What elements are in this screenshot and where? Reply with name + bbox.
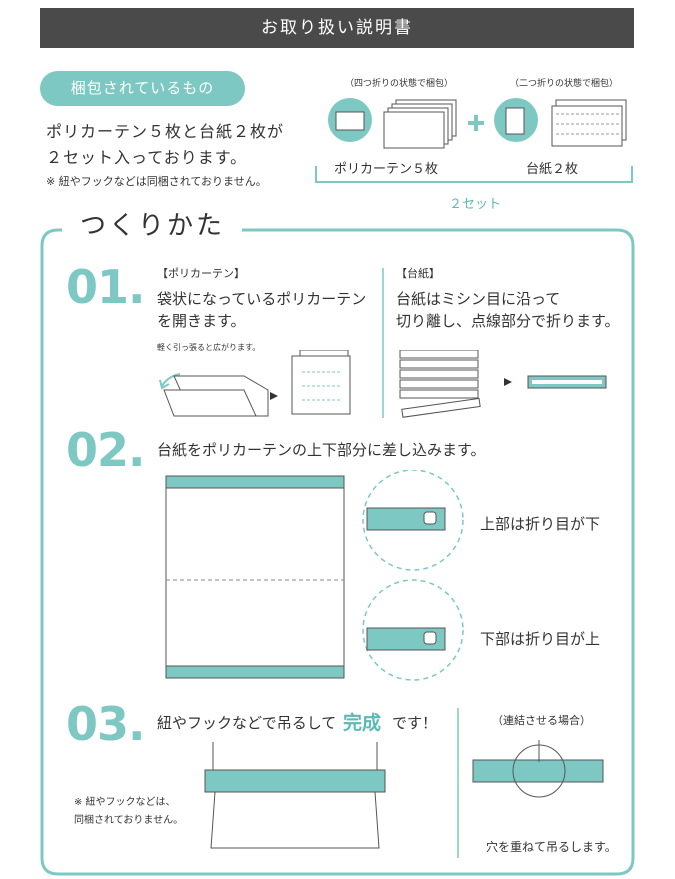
- step1-left-line1: 袋状になっているポリカーテン: [157, 290, 367, 308]
- step1-right-line1: 台紙はミシン目に沿って: [396, 290, 561, 308]
- step3-number: 03.: [66, 697, 145, 751]
- step3-note-line2: 同梱されておりません。: [74, 815, 184, 826]
- contents-pill: [40, 71, 245, 106]
- curtain-pack-label: （四つ折りの状態で梱包）: [345, 79, 454, 89]
- step2-illustration: [165, 470, 464, 681]
- step2-top-label: 上部は折り目が下: [480, 515, 601, 533]
- step1-number: 01.: [66, 260, 145, 314]
- package-illustration: [315, 98, 633, 183]
- step3-text-before: 紐やフックなどで吊るして: [157, 714, 337, 732]
- step2-bottom-label: 下部は折り目が上: [480, 630, 601, 648]
- step1-left-label: 【ポリカーテン】: [157, 267, 245, 280]
- step3-text-highlight: 完成: [343, 712, 382, 734]
- page-title: お取り扱い説明書: [261, 18, 413, 38]
- step1-right-label: 【台紙】: [396, 267, 440, 280]
- sets-label: ２セット: [449, 197, 502, 212]
- step1-illustration: [159, 350, 607, 418]
- step1-left-line2: を開きます。: [157, 312, 246, 330]
- contents-pill-label: 梱包されているもの: [70, 79, 215, 97]
- connect-label: （連結させる場合）: [492, 714, 591, 727]
- contents-line-2: ２セット入っております。: [46, 148, 248, 167]
- contents-note: ※ 紐やフックなどは同梱されておりません。: [46, 175, 267, 188]
- title-bar: [40, 8, 634, 48]
- step2-number: 02.: [66, 423, 145, 477]
- step3-note-line1: ※ 紐やフックなどは、: [74, 797, 176, 808]
- howto-heading: つくりかた: [80, 211, 226, 241]
- board-pack-label: （二つ折りの状態で梱包）: [510, 79, 619, 89]
- step3-text-after: です！: [392, 714, 438, 732]
- board-caption: 台紙２枚: [526, 162, 579, 177]
- connect-caption: 穴を重ねて吊るします。: [486, 840, 617, 854]
- step1-left-hint: 軽く引っ張ると広がります。: [157, 343, 261, 352]
- curtain-caption: ポリカーテン５枚: [334, 162, 439, 177]
- step3-illustration: [204, 740, 604, 849]
- step1-right-line2: 切り離し、点線部分で折ります。: [396, 312, 620, 330]
- contents-line-1: ポリカーテン５枚と台紙２枚が: [46, 122, 285, 141]
- step2-text: 台紙をポリカーテンの上下部分に差し込みます。: [157, 441, 486, 459]
